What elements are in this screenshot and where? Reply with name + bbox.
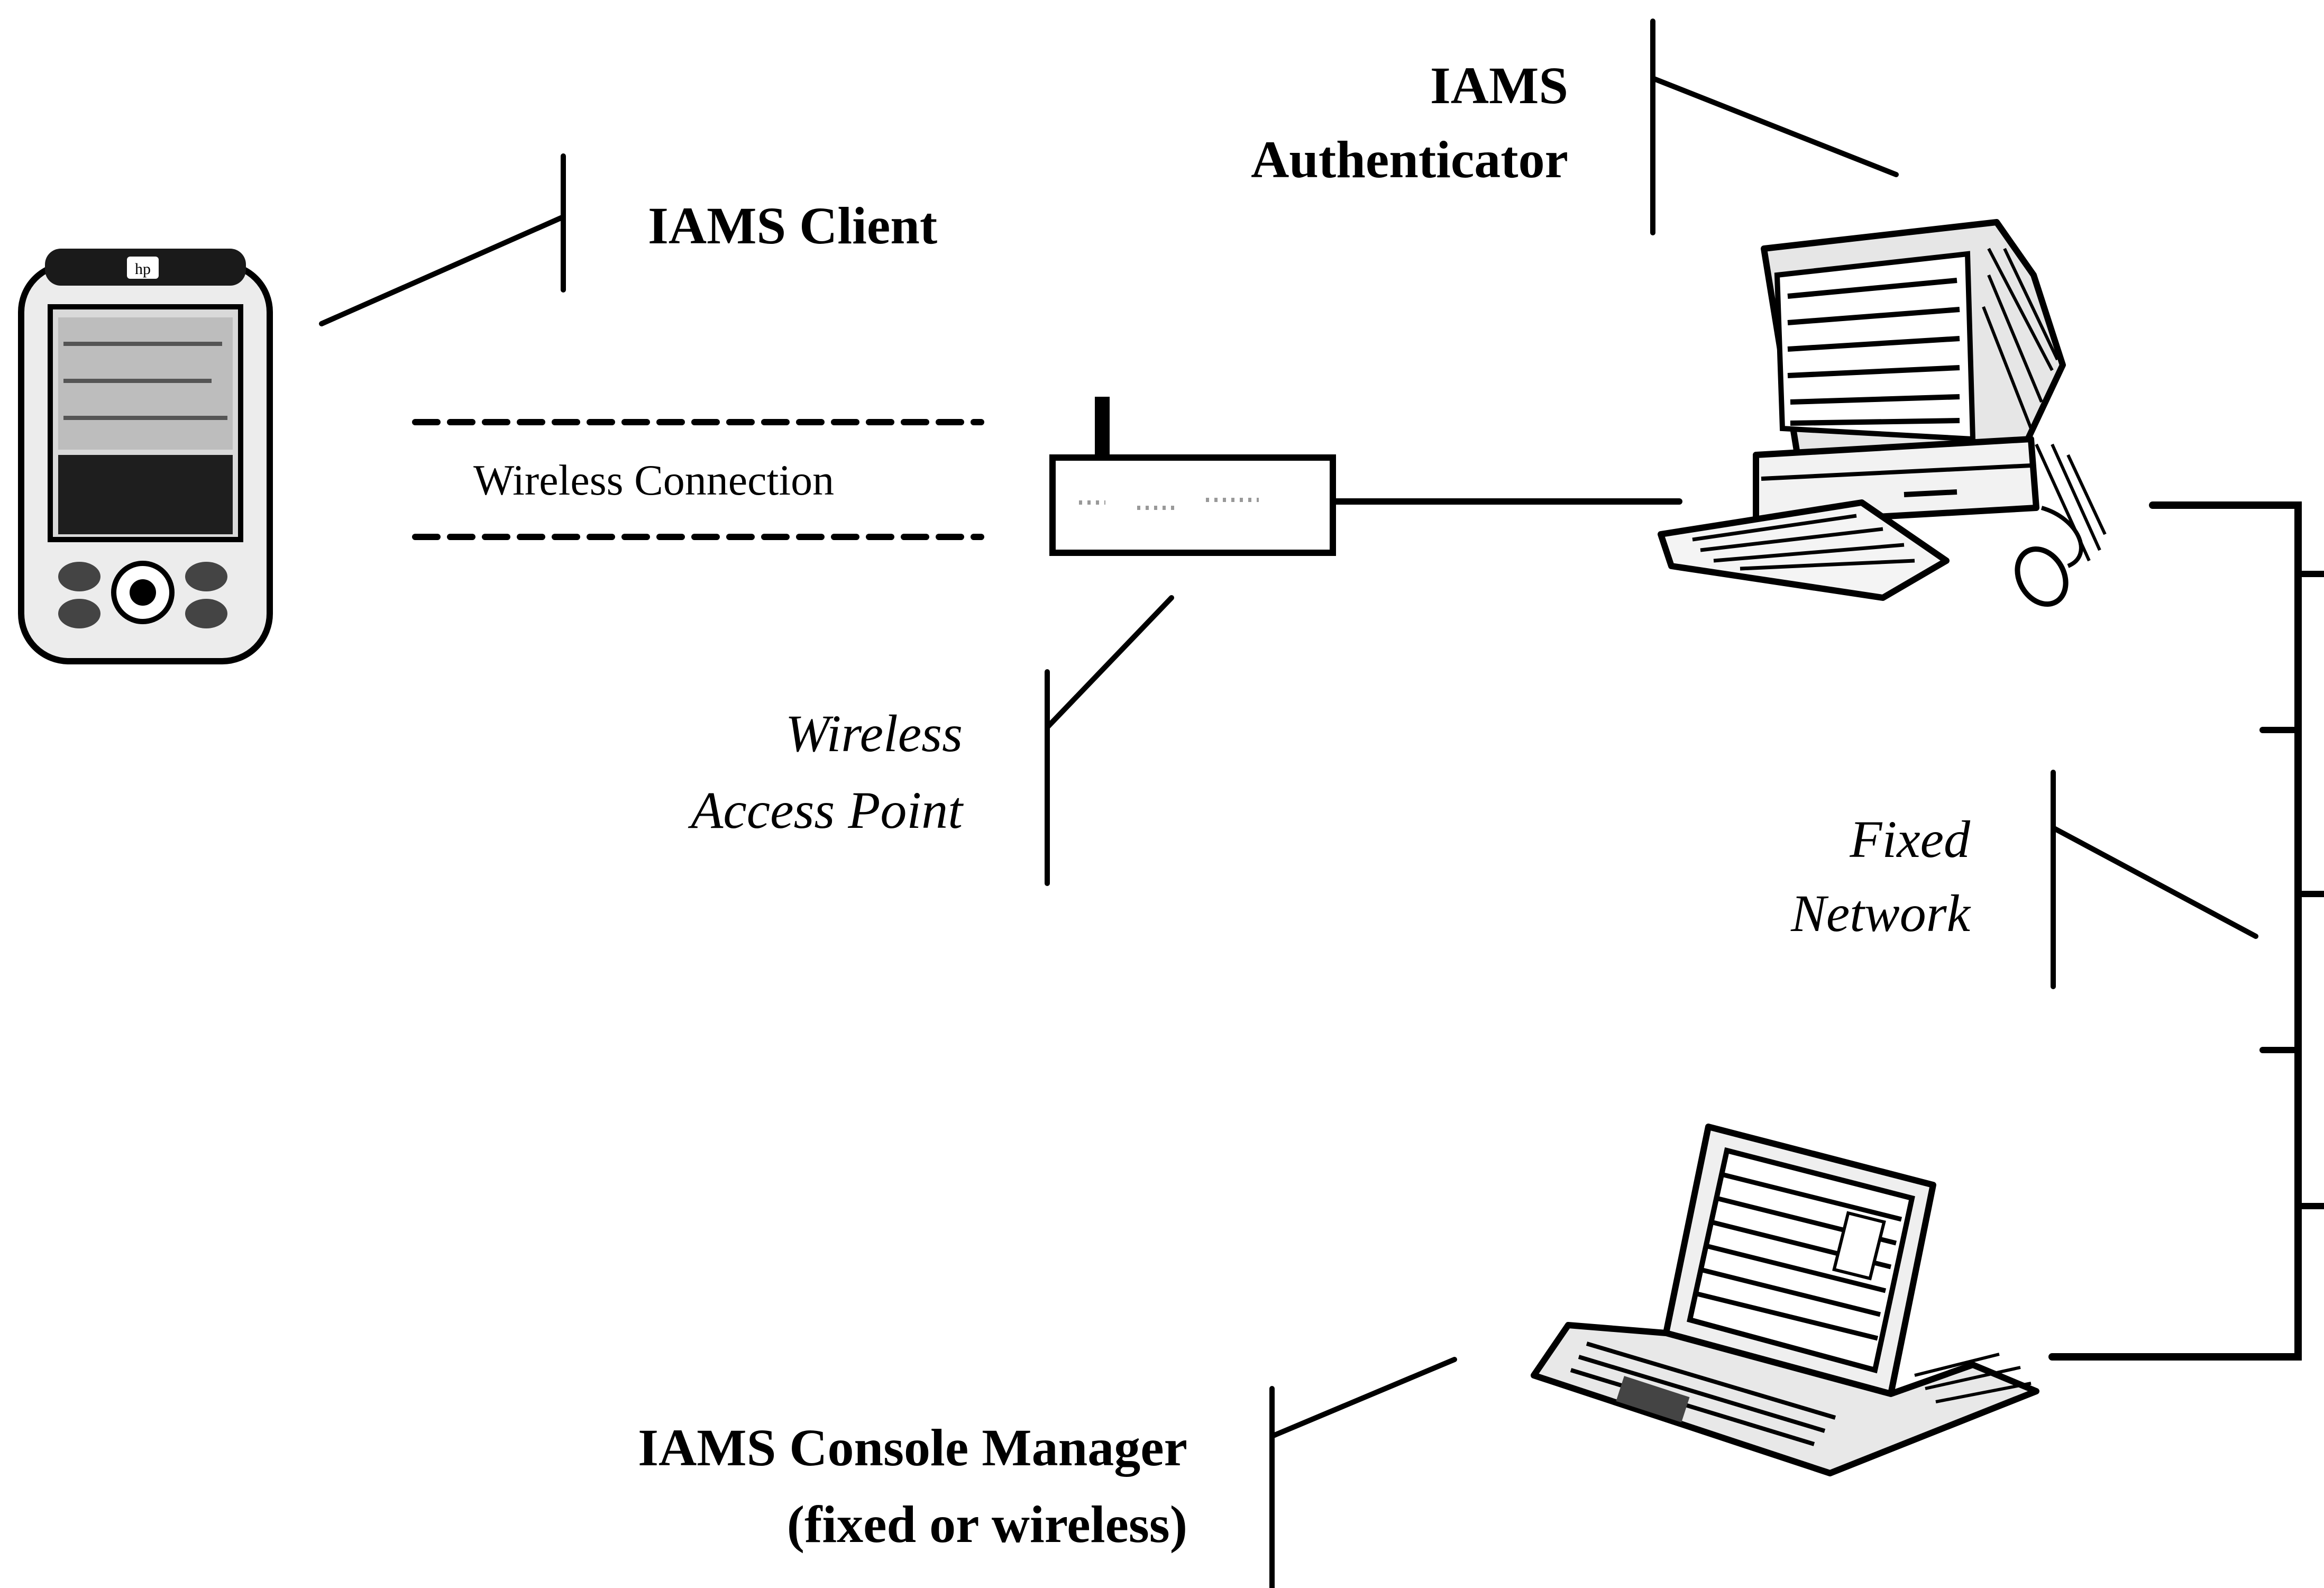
- wireless-connection-lines: [412, 419, 984, 540]
- pda-brand-text: hp: [135, 260, 151, 278]
- authenticator-callout: [1650, 19, 1899, 235]
- authenticator-label-line2: Authenticator: [1251, 130, 1568, 189]
- access-point-label-line2: Access Point: [688, 781, 964, 839]
- fixed-network-label-line1: Fixed: [1849, 810, 1971, 869]
- client-label: IAMS Client: [648, 196, 937, 255]
- access-point-callout: [1045, 595, 1174, 886]
- fixed-network-label-line2: Network: [1790, 884, 1971, 943]
- authenticator-label-line1: IAMS: [1430, 56, 1568, 115]
- wireless-access-point-icon: [1049, 397, 1336, 556]
- pda-device-icon: hp: [18, 249, 273, 664]
- console-label-line1: IAMS Console Manager: [638, 1418, 1187, 1477]
- fixed-network-bus: [2048, 501, 2324, 1361]
- desktop-computer-icon: [1658, 219, 2107, 607]
- console-label-line2: (fixed or wireless): [787, 1495, 1187, 1554]
- access-point-label-line1: Wireless: [785, 704, 963, 763]
- client-callout: [319, 153, 566, 326]
- wireless-connection-label: Wireless Connection: [473, 456, 834, 504]
- laptop-computer-icon: [1531, 1124, 2039, 1476]
- console-callout: [1269, 1357, 1457, 1588]
- fixed-network-callout: [2051, 770, 2258, 989]
